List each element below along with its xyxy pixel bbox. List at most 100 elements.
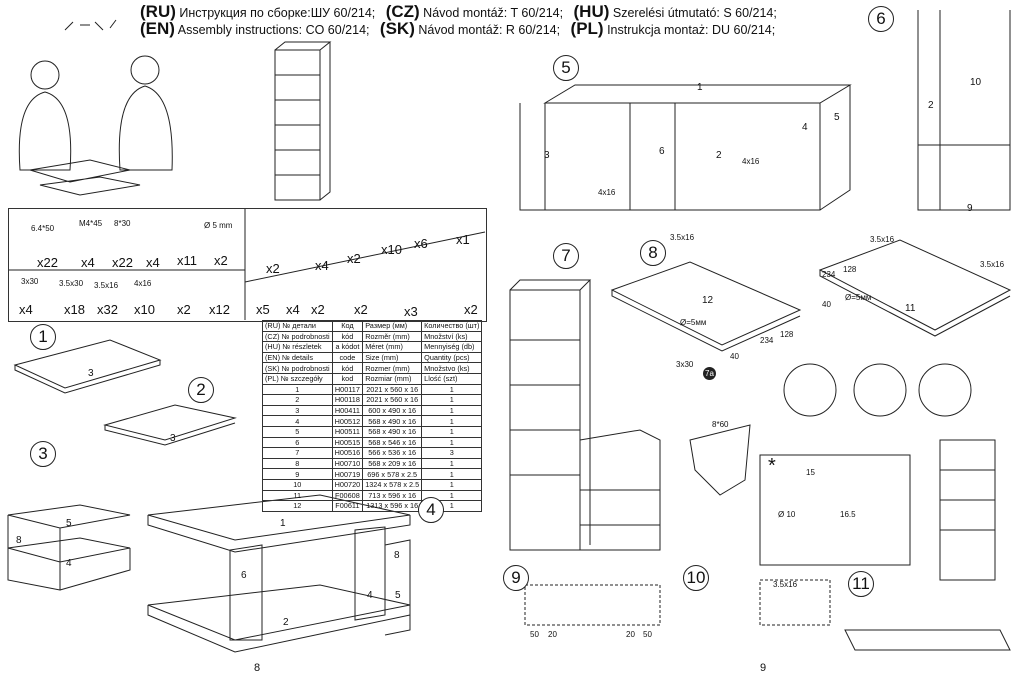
step-7a: 7a (703, 367, 716, 380)
step-8: 8 (640, 240, 666, 266)
step-9: 9 (503, 565, 529, 591)
part-label: 2 (928, 100, 934, 111)
dim-label: 20 (548, 630, 557, 639)
dim-label: 3x30 (676, 360, 694, 369)
count: x10 (134, 302, 155, 317)
table-cell: 713 x 596 x 16 (362, 489, 423, 502)
step-11: 11 (848, 571, 874, 597)
part-label: 9 (967, 203, 973, 214)
table-cell: 4 (262, 415, 333, 427)
table-cell: 7 (262, 447, 333, 459)
count: x2 (347, 251, 361, 266)
table-cell: Size (mm) (362, 351, 423, 364)
table-cell: H00117 (331, 383, 364, 396)
table-cell: (EN) № details (262, 351, 333, 364)
table-cell: Méret (mm) (362, 341, 423, 353)
table-cell: (CZ) № podrobnosti (262, 330, 333, 343)
count: x2 (214, 253, 228, 268)
dim-label: 3.5x16 (670, 233, 695, 242)
table-cell: F00611 (331, 500, 364, 512)
hardware-list: 6.4*50 M4*45 8*30 Ø 5 mm x22 x4 x22 x4 x… (8, 208, 487, 322)
count: x2 (311, 302, 325, 317)
part-label: 2 (283, 617, 289, 628)
table-cell: 6 (262, 436, 333, 449)
part-label: 3 (544, 150, 550, 161)
count: x2 (177, 302, 191, 317)
table-cell: Množstvo (ks) (421, 362, 483, 374)
dim-label: 3.5x16 (980, 260, 1005, 269)
spec-label: 3.5x16 (94, 281, 119, 290)
part-label: 4 (66, 558, 72, 569)
cabinet-overview (274, 41, 332, 201)
count: x2 (464, 302, 478, 317)
table-cell: H00512 (331, 415, 364, 427)
table-cell: 1 (262, 383, 333, 396)
part-label: 11 (905, 303, 916, 314)
table-cell: code (331, 351, 364, 364)
table-cell: 8 (262, 457, 333, 470)
table-cell: H00516 (331, 447, 364, 459)
dim-label: 128 (780, 330, 794, 339)
dim-label: 15 (806, 468, 815, 477)
page-number-right: 9 (760, 662, 767, 674)
table-cell: 566 x 536 x 16 (362, 447, 423, 459)
header-line-1: (RU) Инструкция по сборке:ШУ 60/214; (CZ… (140, 2, 777, 21)
part-label: 3 (88, 368, 94, 379)
count: x11 (177, 253, 197, 268)
table-cell: 1 (421, 415, 483, 427)
count: x4 (315, 258, 329, 273)
table-cell: H00710 (331, 457, 364, 470)
table-cell: a kódot (331, 341, 364, 353)
dim-label: 8*60 (712, 420, 729, 429)
part-label: 5 (66, 518, 72, 529)
table-cell: H00411 (331, 404, 364, 417)
table-cell: 9 (262, 468, 333, 480)
dim-label: Ø=5мм (845, 293, 872, 302)
count: x4 (19, 302, 33, 317)
count: x22 (37, 255, 58, 270)
table-cell: 1324 x 578 x 2.5 (362, 478, 423, 491)
table-cell: 568 x 546 x 16 (362, 436, 423, 449)
table-cell: Quantity (pcs) (421, 351, 483, 364)
dim-label: Ø=5мм (680, 318, 707, 327)
count: x18 (64, 302, 85, 317)
part-label: 3 (170, 433, 176, 444)
two-people-illustration (18, 19, 173, 196)
dim-label: 20 (626, 630, 635, 639)
dim-label: 234 (760, 336, 774, 345)
dim-label: 40 (730, 352, 739, 361)
part-label: 8 (394, 550, 400, 561)
dim-label: 40 (822, 300, 831, 309)
count: x12 (209, 302, 230, 317)
dim-label: 50 (643, 630, 652, 639)
spec-label: 4x16 (134, 279, 152, 288)
table-cell: 1 (421, 404, 483, 417)
table-cell: 1313 x 596 x 16 (362, 500, 423, 512)
table-cell: 600 x 490 x 16 (362, 404, 423, 417)
dim-label: 3.5x16 (870, 235, 895, 244)
part-label: 4 (367, 590, 373, 601)
page-number-left: 8 (254, 662, 261, 674)
table-cell: 2 (262, 394, 333, 406)
table-cell: (SK) № podrobnosti (262, 362, 333, 374)
table-cell: F00608 (331, 489, 364, 502)
count: x2 (354, 302, 368, 317)
dim-label: 234 (822, 270, 836, 279)
part-label: 8 (16, 535, 22, 546)
table-cell: 1 (421, 436, 483, 449)
part-label: 5 (395, 590, 401, 601)
step-3: 3 (30, 441, 56, 467)
star-mark: * (768, 455, 776, 477)
table-cell: H00118 (331, 394, 364, 406)
table-cell: kod (331, 372, 364, 385)
count: x5 (256, 302, 270, 317)
count: x22 (112, 255, 133, 270)
